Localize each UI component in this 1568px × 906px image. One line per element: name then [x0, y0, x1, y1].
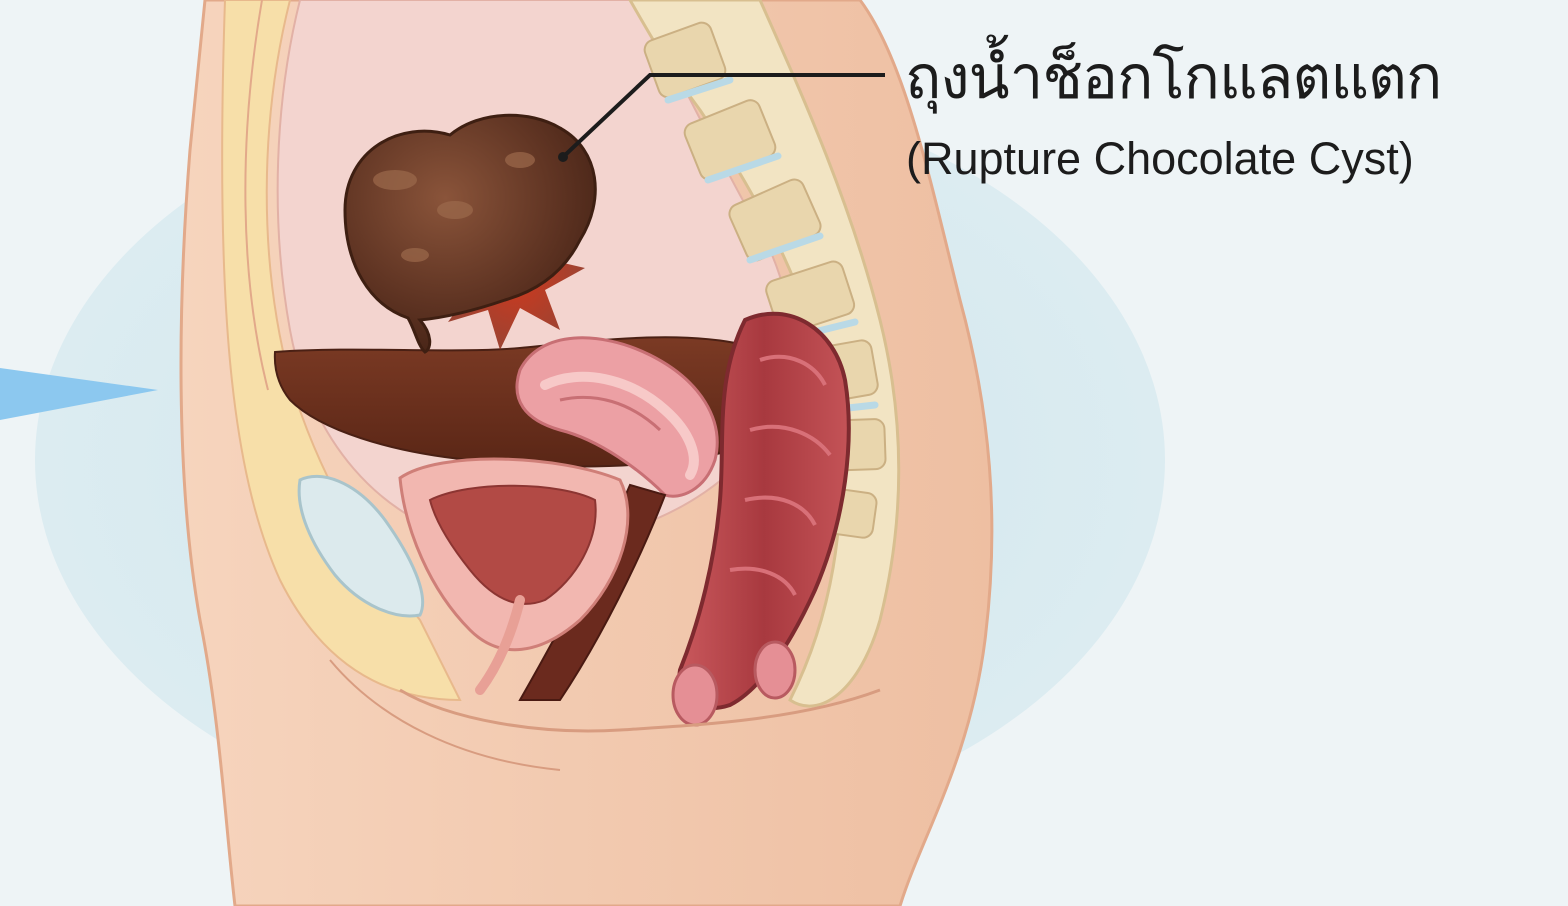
coccyx-tip: [755, 642, 795, 698]
callout-anchor-dot: [558, 152, 568, 162]
callout-title-thai: ถุงน้ำช็อกโกแลตแตก: [905, 42, 1441, 114]
callout-title-english: (Rupture Chocolate Cyst): [906, 132, 1414, 186]
anus: [673, 665, 717, 725]
